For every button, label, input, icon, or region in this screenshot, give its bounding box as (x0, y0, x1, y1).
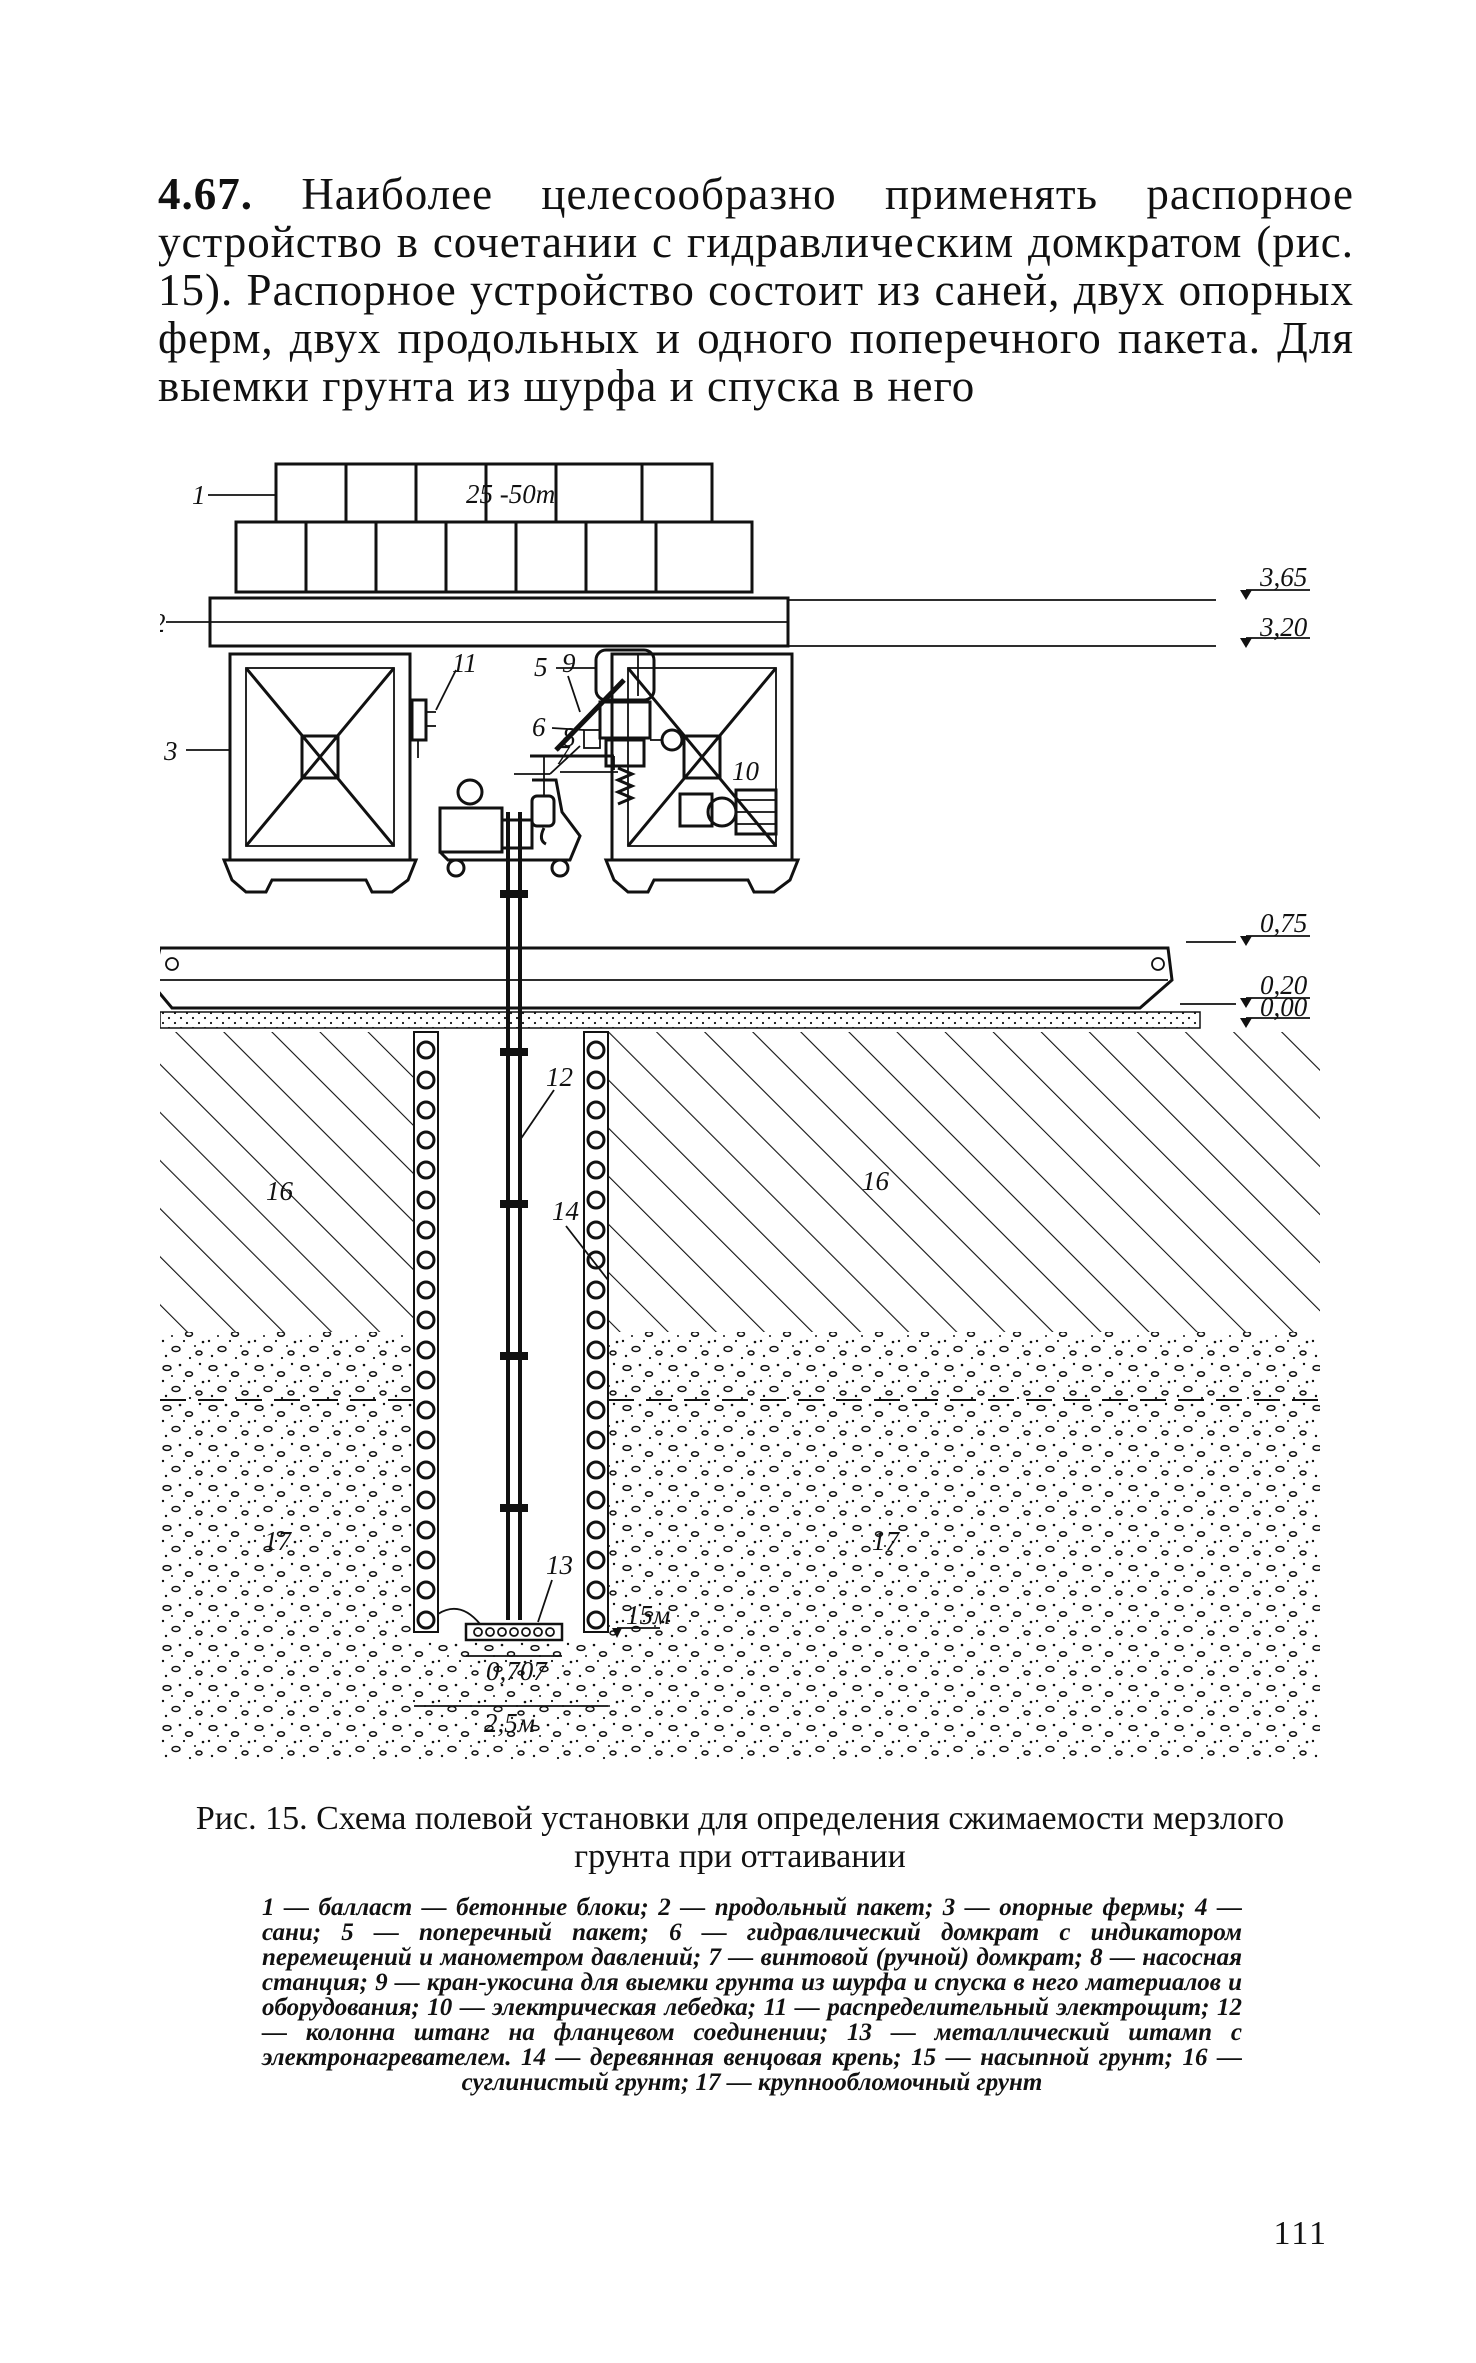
loam-soil-layer-right: 16 (608, 1032, 1320, 1332)
elevation-320: 3,20 (1259, 612, 1308, 642)
label-9: 9 (562, 648, 576, 678)
timber-lining-right: 14 (552, 1031, 609, 1633)
label-16-left: 16 (266, 1176, 294, 1206)
label-6: 6 (532, 712, 546, 742)
paragraph-4-67: 4.67. Наиболее целесообразно применять р… (158, 170, 1354, 410)
figure-15-diagram: 25 -50т 1 2 (160, 440, 1340, 1780)
figure-caption: Рис. 15. Схема полевой установки для опр… (195, 1800, 1285, 1875)
transverse-package: 5 (534, 648, 656, 702)
elevation-075: 0,75 (1260, 908, 1307, 938)
label-11: 11 (452, 648, 477, 678)
figure-legend: 1 — балласт — бетонные блоки; 2 — продол… (262, 1894, 1242, 2096)
left-support-truss: 3 (163, 652, 419, 894)
label-14: 14 (552, 1196, 579, 1226)
hydraulic-jack: 6 (532, 700, 684, 768)
label-2: 2 (160, 608, 166, 638)
paragraph-text: Наиболее целесообразно применять распорн… (158, 169, 1355, 411)
label-17-left: 17 (264, 1526, 293, 1556)
pit-bottom-soil (414, 1640, 608, 1762)
ballast-blocks: 25 -50т 1 (192, 462, 754, 594)
label-3: 3 (163, 736, 178, 766)
coarse-soil-layer-left: 17 (160, 1332, 414, 1762)
field-installation-drawing: 25 -50т 1 2 (160, 462, 1320, 1762)
pit-width-label: 2,5м (484, 1708, 535, 1738)
longitudinal-package: 2 (160, 596, 790, 648)
elevation-marks: 3,65 3,20 0,75 0,20 0,00 (788, 562, 1310, 1028)
paragraph-number: 4.67. (158, 169, 253, 219)
pit-depth-label: 15м (626, 1600, 670, 1630)
timber-lining-left (413, 1031, 439, 1633)
label-5: 5 (534, 652, 548, 682)
screw-jack: 7 (556, 740, 636, 806)
sled: 4 (160, 946, 1174, 1010)
label-16-right: 16 (862, 1166, 890, 1196)
electric-winch: 10 (678, 756, 778, 836)
fill-soil-layer: 15 (160, 1011, 1201, 1029)
ballast-weight-label: 25 -50т (466, 479, 555, 509)
label-12: 12 (546, 1062, 573, 1092)
rod-column: 12 (500, 812, 573, 1620)
heated-stamp: 13 (437, 1550, 573, 1642)
label-10: 10 (732, 756, 760, 786)
crane-jib: 9 (530, 648, 626, 846)
pit-dimensions: 0,707 2,5м 15м (414, 1600, 670, 1738)
label-17-right: 17 (872, 1526, 901, 1556)
label-1: 1 (192, 480, 206, 510)
elevation-020: 0,20 (1260, 970, 1308, 1000)
elevation-000: 0,00 (1260, 992, 1308, 1022)
loam-soil-layer-left: 16 (160, 1032, 414, 1332)
right-support-truss (603, 652, 801, 894)
distribution-switchboard: 11 (410, 648, 477, 758)
page-number: 111 (1273, 2215, 1328, 2252)
elevation-365: 3,65 (1259, 562, 1307, 592)
coarse-soil-layer-right: 17 (608, 1332, 1320, 1762)
stamp-width-label: 0,707 (486, 1656, 548, 1686)
label-13: 13 (546, 1550, 573, 1580)
